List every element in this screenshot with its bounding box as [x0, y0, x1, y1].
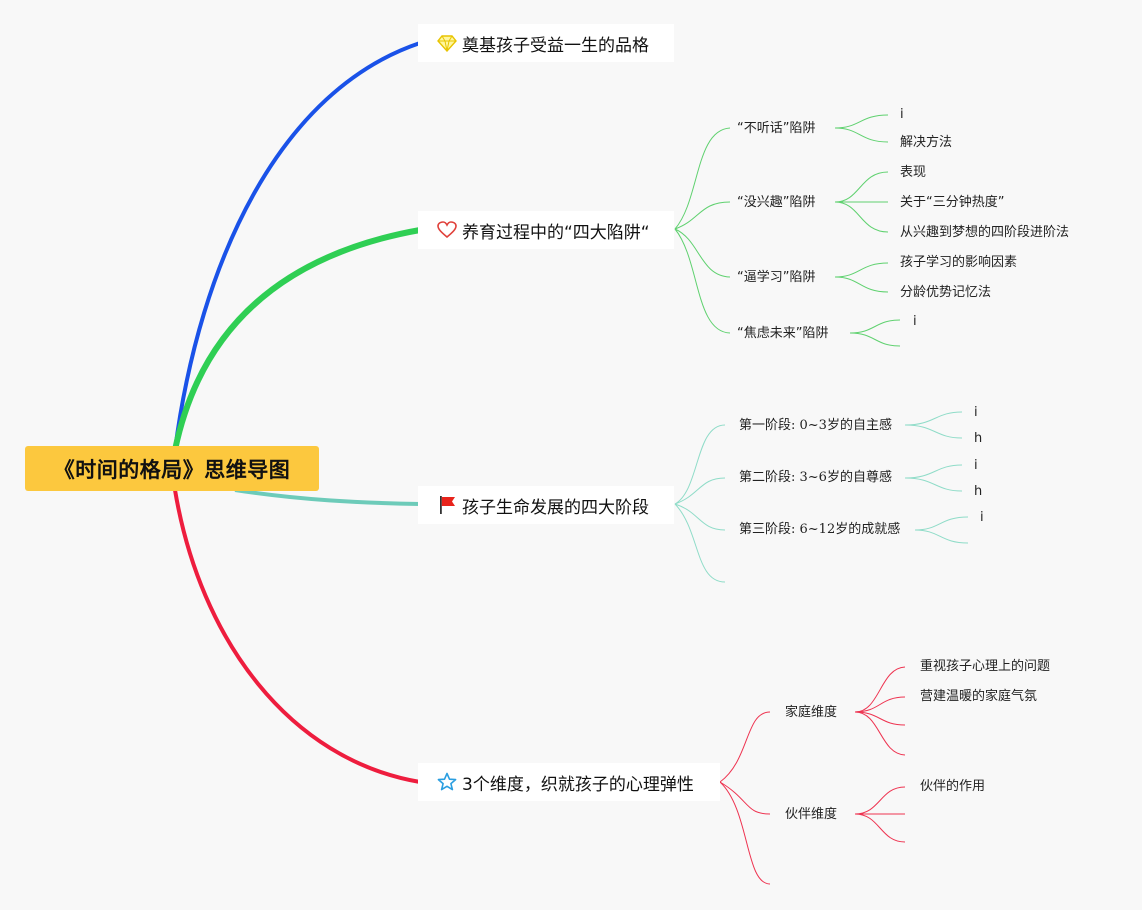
leaf-topic[interactable]: 从兴趣到梦想的四阶段进阶法 [900, 225, 1070, 240]
subtopic-peers[interactable]: 伙伴维度 [785, 807, 838, 822]
subtopic-forced-study[interactable]: “逼学习”陷阱 [737, 270, 816, 285]
diamond-icon [436, 32, 458, 54]
leaf-topic[interactable]: 孩子学习的影响因素 [900, 255, 1018, 270]
star-icon [436, 771, 458, 793]
branch-label: 3个维度，织就孩子的心理弹性 [462, 774, 694, 795]
subtopic-stage-2[interactable]: 第二阶段: 3~6岁的自尊感 [739, 470, 892, 485]
subtopic-stage-3[interactable]: 第三阶段: 6~12岁的成就感 [739, 522, 901, 537]
branch-label: 奠基孩子受益一生的品格 [462, 35, 649, 56]
branch-stages[interactable]: 孩子生命发展的四大阶段 [418, 486, 674, 524]
connector-branch-1 [173, 41, 421, 451]
leaf-topic[interactable]: 重视孩子心理上的问题 [920, 659, 1051, 674]
leaf-topic[interactable]: i [900, 107, 904, 122]
leaf-topic[interactable]: 营建温暖的家庭气氛 [920, 689, 1038, 704]
flag-icon [436, 494, 458, 516]
branch-character[interactable]: 奠基孩子受益一生的品格 [418, 24, 674, 62]
branch-traps[interactable]: 养育过程中的“四大陷阱“ [418, 211, 674, 249]
branch-label: 养育过程中的“四大陷阱“ [462, 222, 650, 243]
heart-icon [436, 219, 458, 241]
leaf-topic[interactable]: 关于“三分钟热度” [900, 195, 1005, 210]
leaf-topic[interactable]: 解决方法 [900, 135, 953, 150]
root-topic[interactable]: 《时间的格局》思维导图 [25, 446, 319, 491]
leaf-topic[interactable]: 伙伴的作用 [920, 779, 986, 794]
subtopic-future-anxiety[interactable]: “焦虑未来”陷阱 [737, 326, 829, 341]
leaf-topic[interactable]: i [974, 405, 978, 420]
leaf-topic[interactable]: i [913, 314, 917, 329]
leaf-topic[interactable]: h [974, 431, 983, 446]
subtopic-disobedience[interactable]: “不听话”陷阱 [737, 121, 816, 136]
subtopic-no-interest[interactable]: “没兴趣”陷阱 [737, 195, 816, 210]
leaf-topic[interactable]: i [974, 458, 978, 473]
branch-dimensions[interactable]: 3个维度，织就孩子的心理弹性 [418, 763, 720, 801]
leaf-topic[interactable]: 表现 [900, 165, 927, 180]
branch-label: 孩子生命发展的四大阶段 [462, 497, 649, 518]
leaf-topic[interactable]: 分龄优势记忆法 [900, 285, 992, 300]
connector-branch-3 [234, 488, 421, 506]
connector-branch-2 [172, 227, 421, 451]
subtopic-family[interactable]: 家庭维度 [785, 705, 838, 720]
subtopic-stage-1[interactable]: 第一阶段: 0~3岁的自主感 [739, 418, 892, 433]
leaf-topic[interactable]: h [974, 484, 983, 499]
connector-branch-4 [173, 489, 421, 784]
leaf-topic[interactable]: i [980, 510, 984, 525]
